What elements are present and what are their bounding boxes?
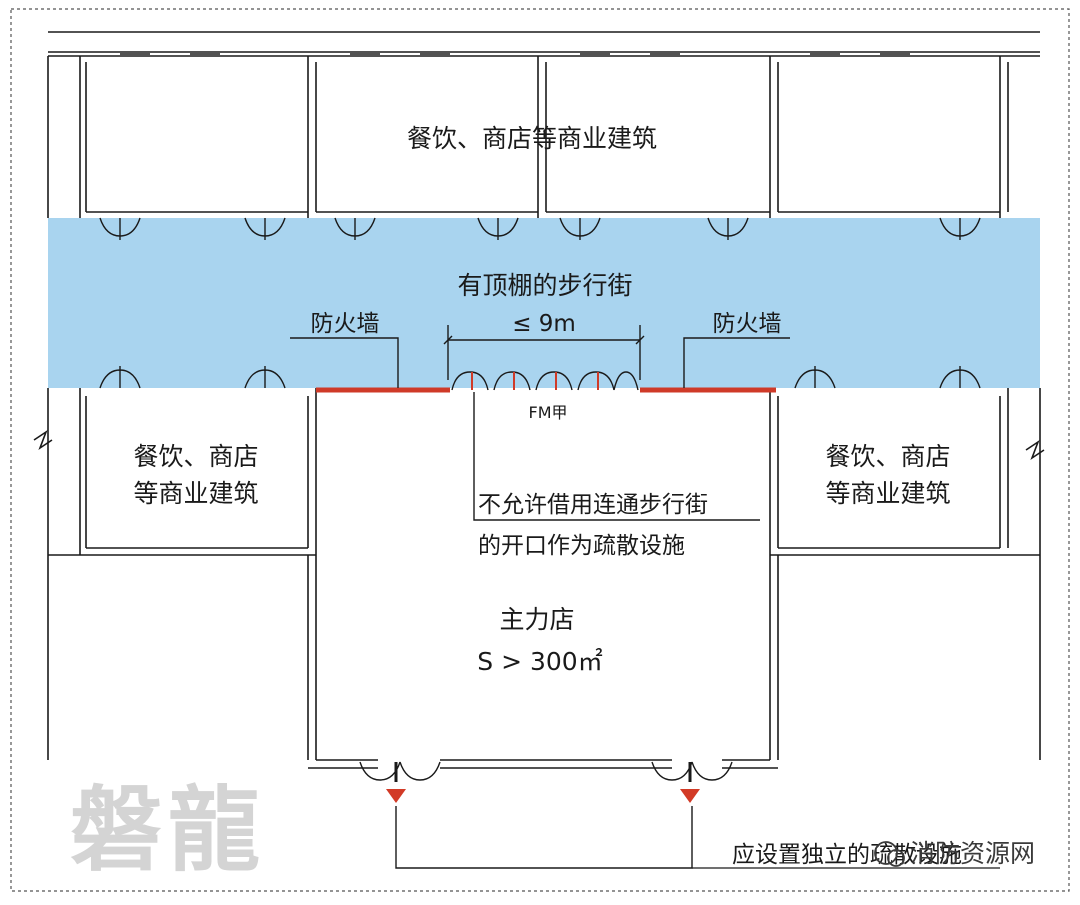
street-label: 有顶棚的步行街 bbox=[457, 271, 632, 300]
right-building-label-1: 餐饮、商店 bbox=[825, 442, 950, 471]
anchor-store-area: S > 300㎡ bbox=[477, 647, 602, 676]
top-building-label: 餐饮、商店等商业建筑 bbox=[407, 124, 657, 153]
firewall-leaders bbox=[290, 337, 790, 388]
left-building-label-1: 餐饮、商店 bbox=[133, 442, 258, 471]
wechat-icon bbox=[874, 841, 898, 865]
right-building-label-2: 等商业建筑 bbox=[825, 479, 950, 508]
fire-door-label: FM甲 bbox=[528, 403, 567, 422]
firewall-right-label: 防火墙 bbox=[713, 311, 782, 337]
note-leader bbox=[473, 392, 760, 521]
shop-doors bbox=[99, 217, 981, 389]
watermark-logo-text: 磐龍 bbox=[70, 777, 266, 884]
walls bbox=[33, 31, 1045, 769]
exit-marker-right bbox=[680, 789, 700, 803]
exit-doors bbox=[359, 761, 733, 869]
covered-street-area bbox=[48, 218, 1040, 388]
watermark-source-text: 消防资源网 bbox=[910, 839, 1035, 868]
watermark-source: 消防资源网 bbox=[874, 839, 1035, 868]
note-line-2: 的开口作为疏散设施 bbox=[478, 533, 685, 559]
fire-doors bbox=[451, 371, 639, 391]
note-line-1: 不允许借用连通步行街 bbox=[478, 492, 708, 518]
anchor-store-label: 主力店 bbox=[499, 605, 574, 634]
exit-markers bbox=[386, 789, 700, 803]
dimension-line bbox=[443, 325, 645, 380]
fire-door-marks bbox=[471, 372, 599, 390]
firewall-left-label: 防火墙 bbox=[311, 311, 380, 337]
exit-note-label: 应设置独立的疏散设施 bbox=[732, 842, 962, 868]
left-building-label-2: 等商业建筑 bbox=[133, 479, 258, 508]
exit-marker-left bbox=[386, 789, 406, 803]
dashed-frame bbox=[10, 8, 1070, 892]
dimension-label: ≤ 9m bbox=[512, 311, 576, 337]
